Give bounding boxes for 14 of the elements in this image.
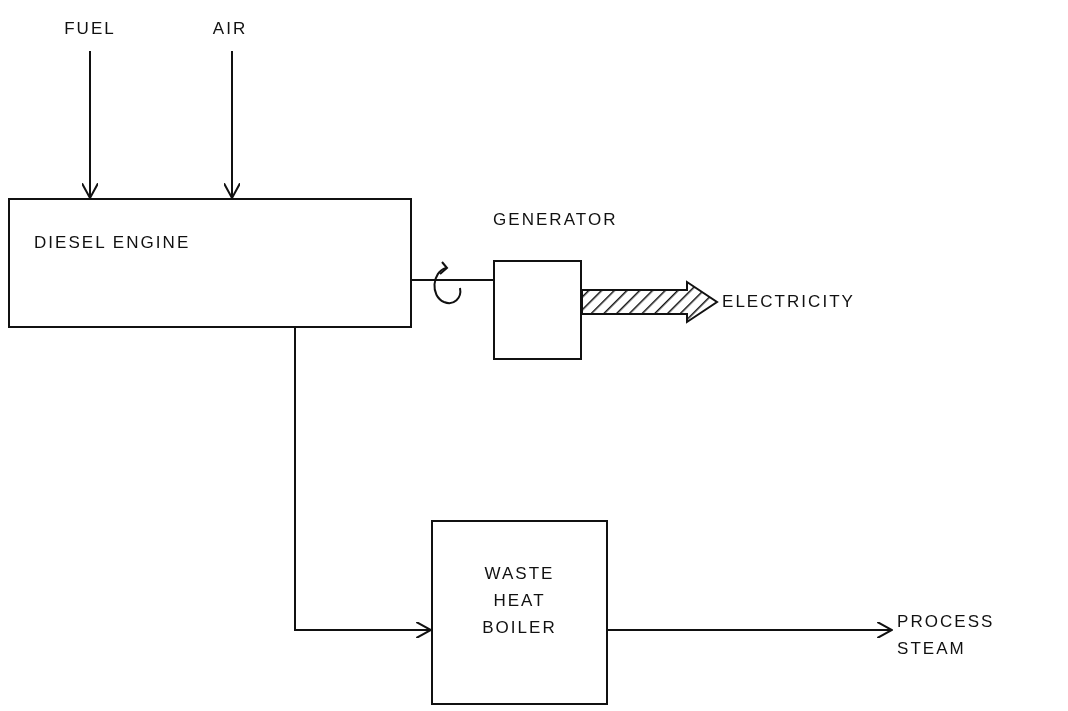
arrow [607, 621, 893, 639]
process-box [431, 520, 608, 705]
arrow [223, 50, 241, 199]
node-label: DIESEL ENGINE [34, 232, 191, 255]
hatched-arrow [581, 280, 719, 324]
process-box [8, 198, 412, 328]
arrow [81, 50, 99, 199]
node-label: ELECTRICITY [722, 291, 855, 314]
node-label: AIR [212, 18, 248, 41]
node-label: WASTE HEAT BOILER [481, 562, 558, 640]
node-label: PROCESS STEAM [897, 610, 996, 660]
node-label: FUEL [64, 18, 116, 41]
arrow [294, 327, 432, 639]
generator-label: GENERATOR [493, 209, 618, 232]
